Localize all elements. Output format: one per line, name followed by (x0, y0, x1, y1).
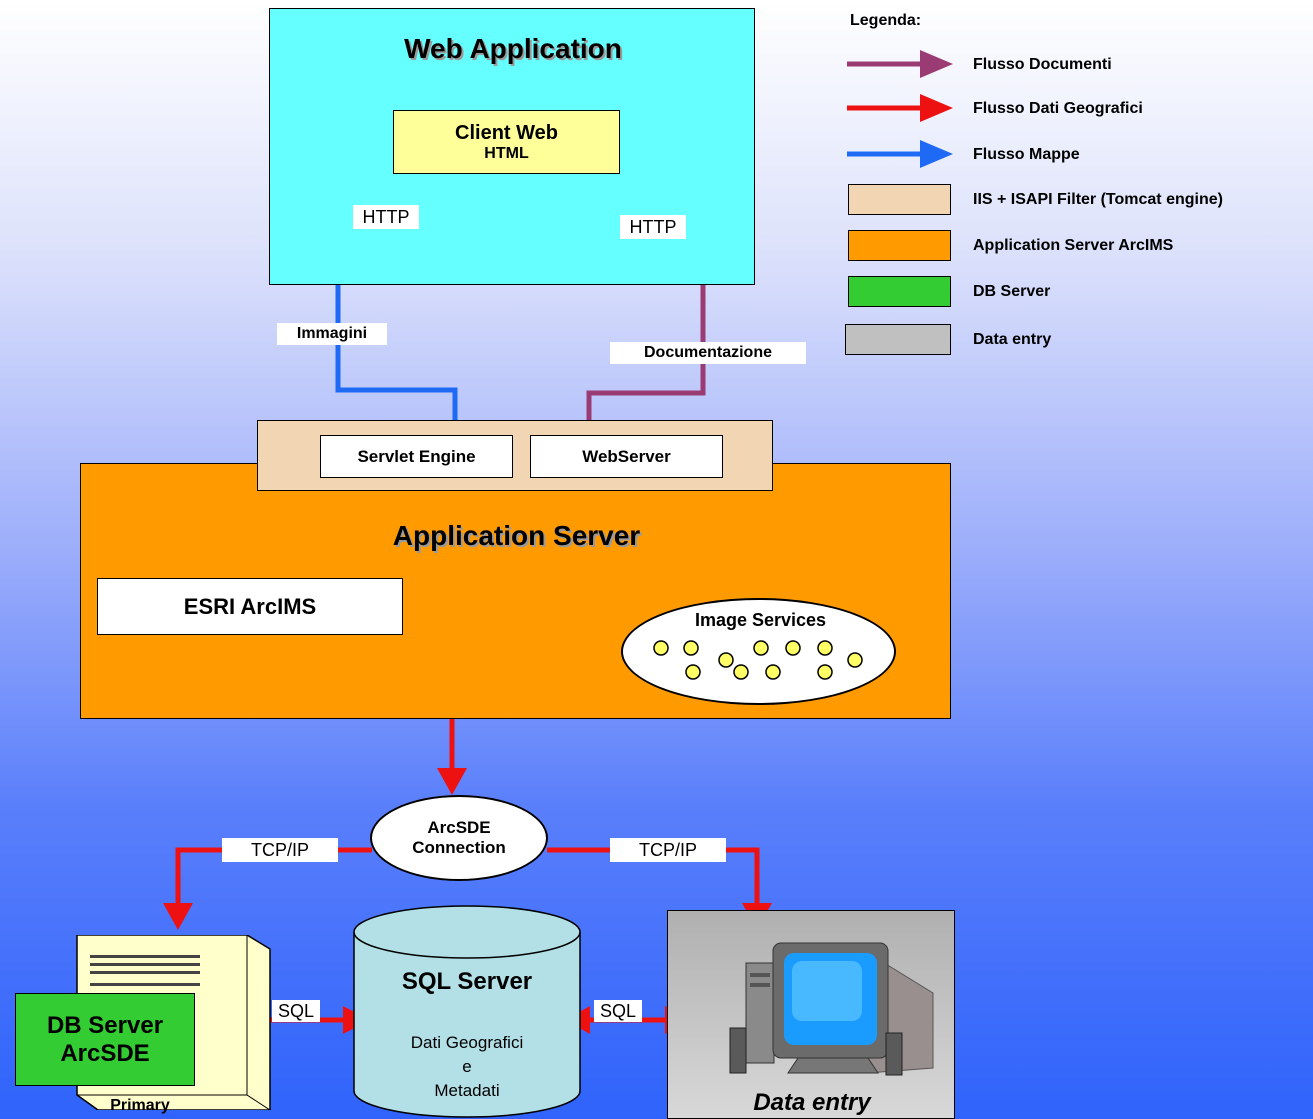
sql-server-title: SQL Server (401, 968, 533, 995)
db-server-line1: DB Server (46, 1011, 164, 1039)
client-web-title: Client Web (455, 121, 558, 144)
primary-caption: Primary (110, 1097, 170, 1114)
legend-label-data-entry: Data entry (973, 331, 1052, 348)
sql-server-line3: Metadati (434, 1081, 500, 1100)
legend-swatch-iis (848, 184, 951, 215)
http-label-left: HTTP (353, 205, 419, 229)
sql-label-left: SQL (272, 1000, 320, 1022)
client-web-box: Client Web HTML (393, 110, 620, 174)
iis-strip: Servlet Engine WebServer (257, 420, 773, 491)
arcsde-line1: ArcSDE (427, 818, 491, 837)
legend-swatch-data-entry (845, 324, 951, 355)
image-services-label: Image Services (694, 610, 827, 630)
legend-title: Legenda: (850, 12, 922, 29)
legend-swatch-db-server (848, 276, 951, 307)
appserver-to-arcsde-arrowhead (437, 768, 467, 795)
db-server-box: DB Server ArcSDE (15, 993, 195, 1086)
webserver-box: WebServer (530, 435, 723, 478)
service-dot (685, 664, 701, 680)
legend-label-mappe: Flusso Mappe (973, 146, 1080, 163)
sql-server-cylinder (353, 905, 581, 1118)
legend: Flusso Documenti Flusso Dati Geografici … (845, 48, 1310, 368)
documentazione-label: Documentazione (610, 342, 806, 364)
application-server-title: Application Server (392, 520, 641, 551)
legend-label-db-server: DB Server (973, 283, 1051, 300)
service-dot (785, 640, 801, 656)
service-dot (817, 664, 833, 680)
legend-arrow-documenti (847, 50, 953, 78)
immagini-label: Immagini (277, 323, 387, 345)
service-dot (753, 640, 769, 656)
tcpip-label-right: TCP/IP (610, 838, 726, 862)
service-dot (733, 664, 749, 680)
sql-server-line1: Dati Geografici (410, 1033, 524, 1052)
arcsde-to-dbserver-arrowhead (163, 903, 193, 930)
service-dot (653, 640, 669, 656)
legend-label-iis: IIS + ISAPI Filter (Tomcat engine) (973, 191, 1223, 208)
legend-swatch-app-server (848, 230, 951, 261)
computer-icon (729, 942, 934, 1076)
data-entry-box: Data entry (667, 910, 955, 1119)
legend-arrow-dati-geografici (847, 94, 953, 122)
legend-arrow-mappe (847, 140, 953, 168)
client-web-subtitle: HTML (484, 144, 529, 162)
http-label-right: HTTP (620, 215, 686, 239)
tcpip-label-left: TCP/IP (222, 838, 338, 862)
data-entry-label: Data entry (753, 1089, 871, 1116)
sql-server-line2: e (462, 1057, 472, 1076)
db-server-line2: ArcSDE (60, 1039, 150, 1067)
arcsde-connection-ellipse: ArcSDE Connection (370, 795, 548, 881)
image-services-ellipse: Image Services (621, 598, 896, 705)
legend-label-documenti: Flusso Documenti (973, 56, 1112, 73)
esri-arcims-box: ESRI ArcIMS (97, 578, 403, 635)
service-dot (765, 664, 781, 680)
service-dot (817, 640, 833, 656)
service-dot (847, 652, 863, 668)
web-application-box: Web Application Client Web HTML (269, 8, 755, 285)
servlet-engine-box: Servlet Engine (320, 435, 513, 478)
service-dot (683, 640, 699, 656)
arcsde-line2: Connection (412, 838, 506, 857)
image-services-dots (653, 640, 863, 680)
legend-label-app-server: Application Server ArcIMS (973, 237, 1174, 254)
sql-label-right: SQL (594, 1000, 642, 1022)
application-server-box: Application Server ESRI ArcIMS Image Ser… (80, 463, 951, 719)
web-application-title: Web Application (404, 33, 622, 64)
service-dot (718, 652, 734, 668)
legend-label-dati-geografici: Flusso Dati Geografici (973, 100, 1143, 117)
